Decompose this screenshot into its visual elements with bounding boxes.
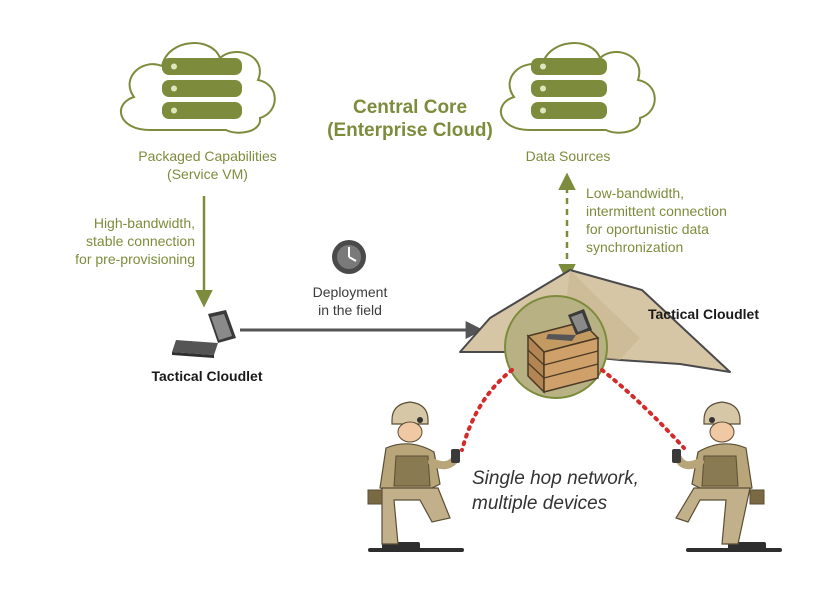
tactical-cloudlet-left-label: Tactical Cloudlet bbox=[151, 368, 263, 384]
low-bandwidth-line: intermittent connection bbox=[586, 203, 727, 219]
low-bandwidth-label: Low-bandwidth, intermittent connection f… bbox=[586, 184, 786, 256]
capabilities-line: Packaged Capabilities bbox=[138, 148, 277, 164]
data-sources-text: Data Sources bbox=[525, 148, 611, 164]
deployment-label: Deployment in the field bbox=[280, 283, 420, 319]
deployment-line: Deployment bbox=[312, 284, 388, 300]
wireless-link-right bbox=[600, 368, 686, 450]
low-bandwidth-line: Low-bandwidth, bbox=[586, 185, 685, 201]
tactical-cloudlet-right-label: Tactical Cloudlet bbox=[648, 306, 759, 322]
central-core-line: (Enterprise Cloud) bbox=[327, 120, 493, 141]
data-sources-label: Data Sources bbox=[498, 147, 638, 165]
cloud-server-icon bbox=[119, 42, 276, 134]
crate-icon bbox=[504, 295, 608, 399]
high-bandwidth-label: High-bandwidth, stable connection for pr… bbox=[40, 214, 195, 268]
deployment-line: in the field bbox=[318, 302, 382, 318]
clock-icon bbox=[332, 240, 366, 274]
laptop-icon bbox=[172, 310, 236, 358]
high-bandwidth-line: High-bandwidth, bbox=[93, 215, 195, 231]
capabilities-line: (Service VM) bbox=[167, 166, 248, 182]
soldier-icon bbox=[672, 401, 782, 552]
wireless-link-left bbox=[460, 368, 514, 452]
high-bandwidth-line: stable connection bbox=[86, 233, 195, 249]
low-bandwidth-line: synchronization bbox=[586, 239, 684, 255]
low-bandwidth-line: for oportunistic data bbox=[586, 221, 709, 237]
central-core-label: Central Core (Enterprise Cloud) bbox=[300, 96, 520, 142]
single-hop-line: Single hop network, bbox=[472, 468, 639, 489]
soldier-icon bbox=[367, 401, 464, 552]
high-bandwidth-line: for pre-provisioning bbox=[75, 251, 195, 267]
central-core-line: Central Core bbox=[352, 97, 468, 118]
packaged-capabilities-label: Packaged Capabilities (Service VM) bbox=[100, 147, 315, 183]
cloud-server-icon bbox=[499, 42, 656, 134]
single-hop-label: Single hop network, multiple devices bbox=[472, 466, 639, 516]
single-hop-line: multiple devices bbox=[472, 493, 608, 514]
